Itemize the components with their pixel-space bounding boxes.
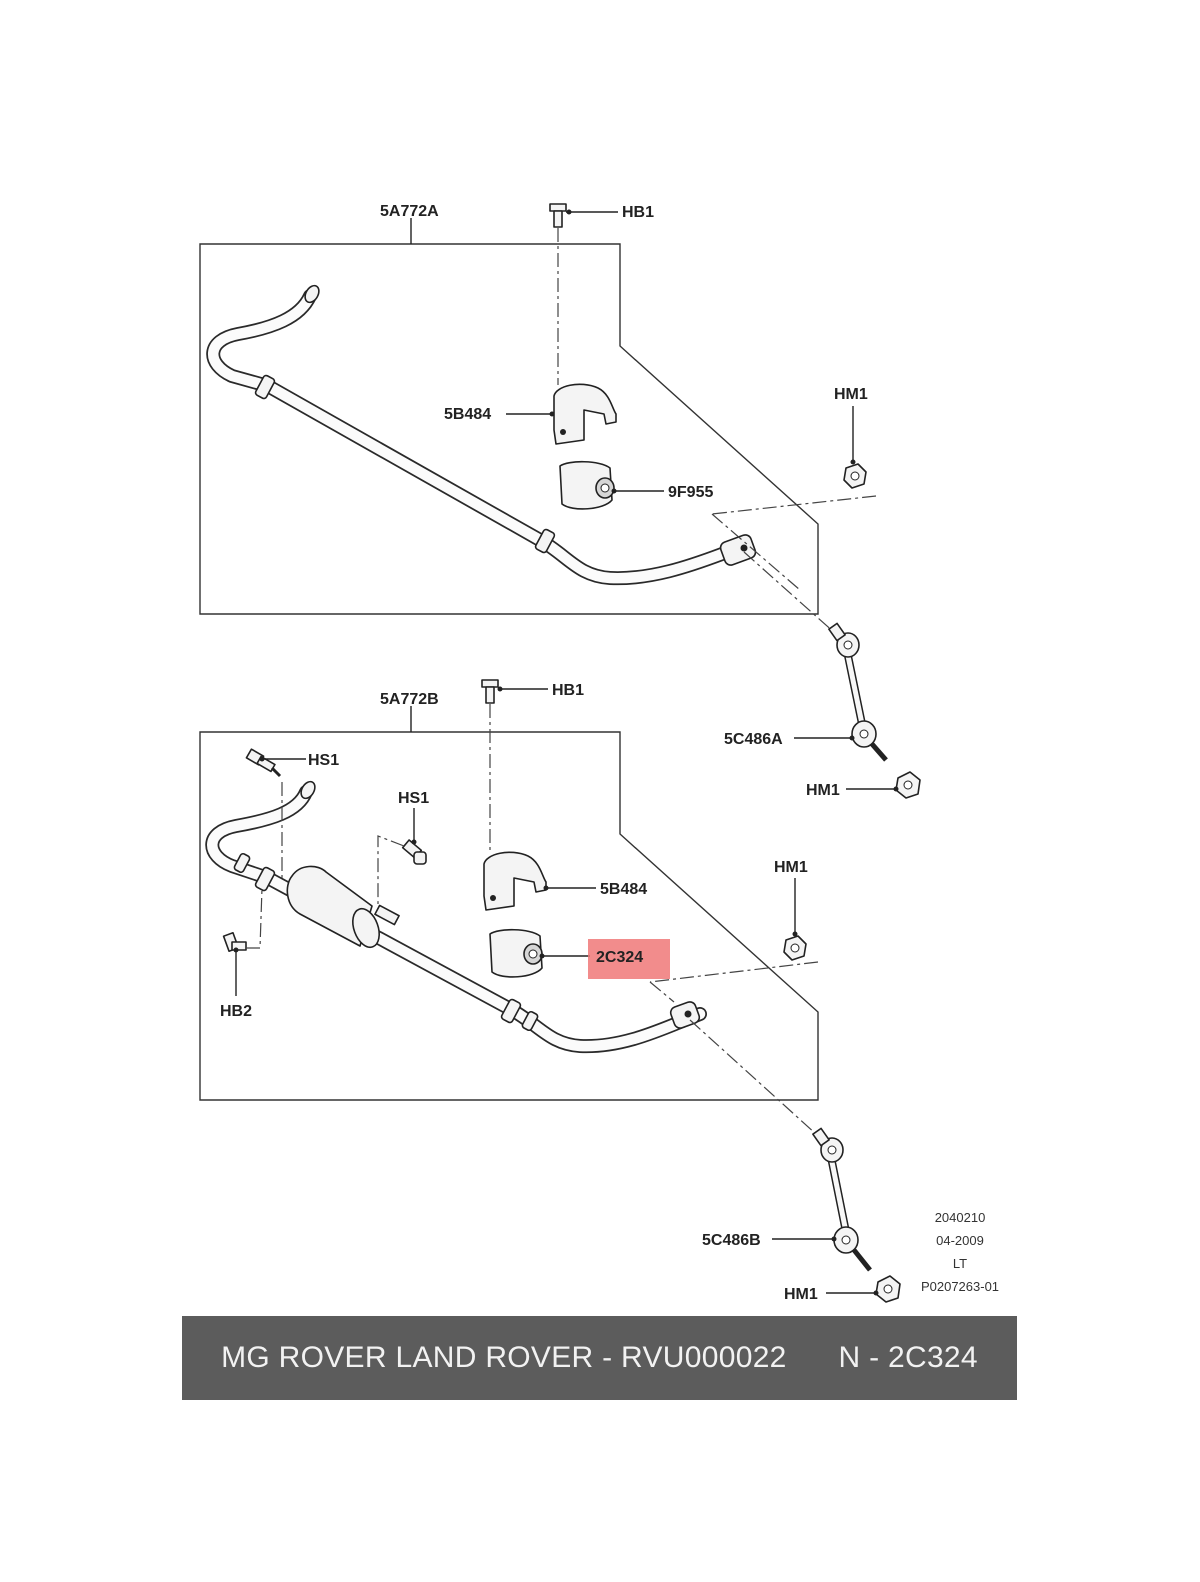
label-link-a: 5C486A [724, 731, 783, 748]
label-bolt-lower: HB1 [552, 682, 584, 699]
screw-hs1-mid [401, 839, 427, 865]
stabilizer-bar-lower [205, 780, 707, 1054]
label-screw-left: HS1 [308, 752, 339, 769]
lower-assembly-frame [199, 731, 819, 1101]
label-link-b: 5C486B [702, 1232, 761, 1249]
label-bar-lower: 5A772B [380, 691, 439, 708]
nut-hm1-lower [783, 935, 807, 961]
footer-caption-bar: MG ROVER LAND ROVER - RVU000022 N - 2C32… [182, 1316, 1017, 1400]
meta-side: LT [953, 1256, 967, 1271]
link-5c486a [828, 622, 888, 762]
bolt-hb1-upper [549, 203, 567, 228]
label-bracket-upper: 5B484 [444, 406, 491, 423]
label-bushing-lower: 2C324 [596, 949, 643, 966]
label-bar-upper: 5A772A [380, 203, 439, 220]
label-bushing-upper: 9F955 [668, 484, 713, 501]
nut-hm1-link-a [895, 771, 921, 799]
label-bolt-upper: HB1 [622, 204, 654, 221]
bracket-5b484-upper [553, 383, 617, 445]
label-bracket-lower: 5B484 [600, 881, 647, 898]
stabilizer-bar-upper [206, 284, 757, 586]
bracket-5b484-lower [483, 851, 547, 911]
meta-ref: P0207263-01 [921, 1279, 999, 1294]
bushing-2c324 [489, 928, 543, 978]
nut-hm1-upper [843, 463, 867, 489]
label-nut-link-b: HM1 [784, 1286, 818, 1303]
meta-date: 04-2009 [936, 1233, 984, 1248]
bushing-9f955 [559, 460, 615, 510]
label-screw-mid: HS1 [398, 790, 429, 807]
label-bolt-hb2: HB2 [220, 1003, 252, 1020]
label-nut-upper-top: HM1 [834, 386, 868, 403]
label-nut-link-a: HM1 [806, 782, 840, 799]
upper-assembly-frame [199, 243, 819, 615]
lower-assembly [199, 679, 819, 1135]
footer-caption: MG ROVER LAND ROVER - RVU000022 N - 2C32… [221, 1341, 978, 1374]
bolt-hb1-lower [481, 679, 499, 704]
nut-hm1-link-b [875, 1275, 901, 1303]
highlight-box [588, 939, 670, 979]
meta-code: 2040210 [935, 1210, 986, 1225]
upper-assembly [199, 203, 877, 635]
label-nut-lower-top: HM1 [774, 859, 808, 876]
link-5c486b [812, 1127, 872, 1272]
screw-hs1-left [245, 748, 282, 778]
